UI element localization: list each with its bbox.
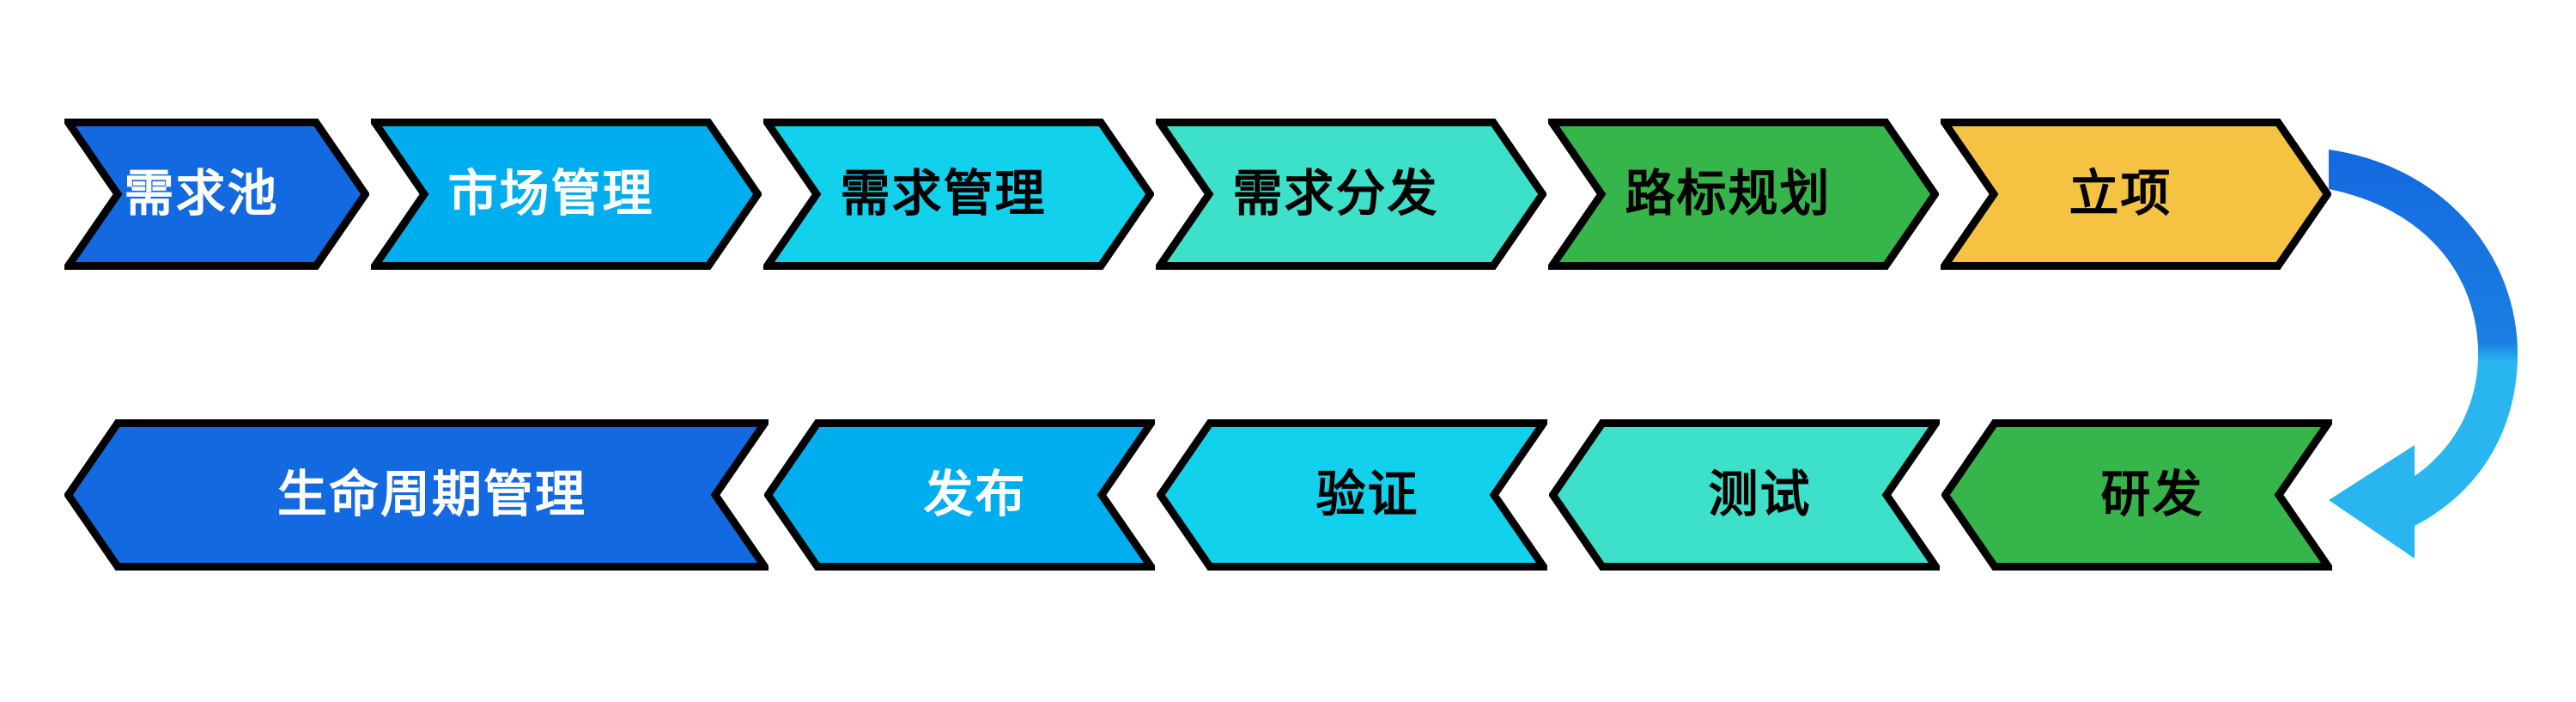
flow-step-label: 测试 [1708,467,1812,522]
flow-step-forward-flow-0[interactable]: 需求池 [64,119,369,270]
flow-step-label: 立项 [2069,166,2172,222]
flow-step-label: 生命周期管理 [276,467,586,522]
flow-step-backward-flow-0[interactable]: 生命周期管理 [64,419,769,571]
flow-step-forward-flow-3[interactable]: 需求分发 [1156,119,1546,270]
flow-step-backward-flow-2[interactable]: 验证 [1157,419,1547,571]
flow-row-backward: 生命周期管理 发布 验证 测试 研发 [0,419,2576,574]
flow-step-backward-flow-4[interactable]: 研发 [1941,419,2332,571]
flow-step-label: 需求分发 [1232,166,1439,222]
flow-step-backward-flow-1[interactable]: 发布 [764,419,1155,571]
flow-step-label: 发布 [923,467,1027,522]
flow-step-forward-flow-2[interactable]: 需求管理 [763,119,1154,270]
flow-step-forward-flow-4[interactable]: 路标规划 [1548,119,1939,270]
flow-step-label: 市场管理 [447,166,654,222]
flow-step-backward-flow-3[interactable]: 测试 [1549,419,1940,571]
flow-step-label: 需求管理 [840,166,1047,222]
flow-row-forward: 需求池 市场管理 需求管理 需求分发 路标规划 立项 [0,119,2576,273]
flow-step-label: 研发 [2100,467,2204,522]
flow-step-label: 需求池 [124,166,279,222]
flow-step-forward-flow-1[interactable]: 市场管理 [371,119,762,270]
flow-step-label: 路标规划 [1625,166,1832,222]
flow-step-forward-flow-5[interactable]: 立项 [1941,119,2331,270]
loop-arrow-icon [2318,129,2576,593]
flow-step-label: 验证 [1315,467,1419,522]
